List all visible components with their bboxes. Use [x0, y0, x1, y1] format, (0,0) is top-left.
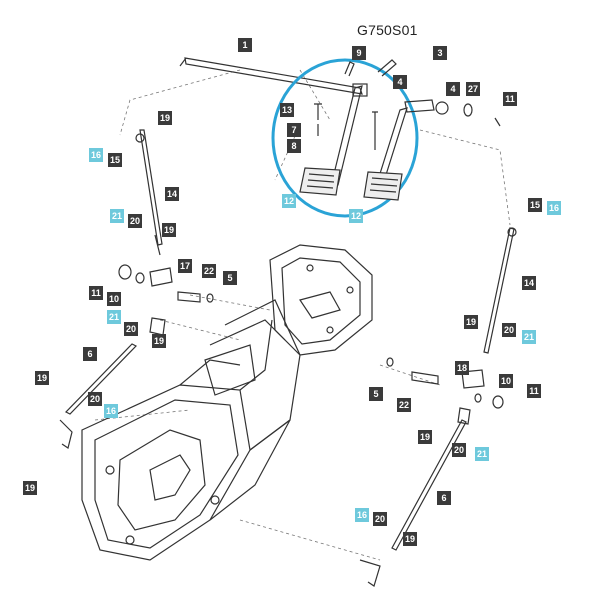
part-label: 12 — [282, 194, 297, 208]
part-label: 14 — [165, 187, 180, 201]
part-label: 9 — [352, 46, 366, 60]
part-label: 19 — [403, 532, 418, 546]
part-label: 5 — [369, 387, 383, 401]
part-label: 16 — [104, 404, 119, 418]
highlight-circle — [271, 58, 419, 218]
leader-line — [189, 294, 271, 311]
part-label: 16 — [355, 508, 370, 522]
part-label: 1 — [238, 38, 252, 52]
part-label: 19 — [162, 223, 177, 237]
brake-pedal — [299, 61, 378, 196]
part-label: 20 — [373, 512, 388, 526]
part-label: 19 — [418, 430, 433, 444]
part-label: 12 — [349, 209, 364, 223]
part-label: 20 — [124, 322, 139, 336]
leader-line — [94, 409, 191, 421]
part-label: 13 — [280, 103, 295, 117]
part-label: 18 — [455, 361, 470, 375]
leader-line — [419, 129, 511, 226]
part-label: 22 — [397, 398, 412, 412]
part-label: 21 — [522, 330, 537, 344]
part-label: 19 — [23, 481, 38, 495]
part-label: 6 — [437, 491, 451, 505]
part-label: 11 — [527, 384, 541, 398]
part-label: 19 — [464, 315, 479, 329]
part-label: 19 — [158, 111, 173, 125]
transmission-housing — [81, 244, 373, 561]
leader-lines — [94, 69, 511, 561]
leader-line — [299, 69, 331, 121]
part-label: 19 — [35, 371, 50, 385]
part-label: 21 — [110, 209, 125, 223]
part-label: 20 — [502, 323, 517, 337]
right-rod — [483, 227, 517, 354]
part-label: 11 — [89, 286, 103, 300]
part-label: 20 — [128, 214, 143, 228]
cross-shaft — [179, 57, 363, 95]
part-label: 14 — [522, 276, 537, 290]
part-label: 17 — [178, 259, 193, 273]
part-label: 16 — [547, 201, 562, 215]
leader-line — [119, 69, 241, 136]
part-label: 4 — [446, 82, 460, 96]
part-label: 21 — [475, 447, 490, 461]
leader-line — [379, 364, 441, 386]
leader-line — [239, 519, 381, 561]
part-label: 3 — [433, 46, 447, 60]
part-label: 20 — [452, 443, 467, 457]
right-linkage — [386, 357, 504, 425]
part-label: 21 — [107, 310, 122, 324]
part-label: 22 — [202, 264, 217, 278]
lower-rods — [59, 343, 467, 587]
part-label: 16 — [89, 148, 104, 162]
part-label: 6 — [83, 347, 97, 361]
left-rod — [135, 129, 163, 256]
clutch-pedal — [363, 59, 501, 201]
part-label: 4 — [393, 75, 407, 89]
part-label: 7 — [287, 123, 301, 137]
part-label: 27 — [466, 82, 481, 96]
part-label: 8 — [287, 139, 301, 153]
part-label: 19 — [152, 334, 167, 348]
part-label: 15 — [528, 198, 543, 212]
part-label: 11 — [503, 92, 517, 106]
part-label: 5 — [223, 271, 237, 285]
part-label: 20 — [88, 392, 103, 406]
diagram-code: G750S01 — [357, 22, 418, 38]
leader-line — [159, 319, 241, 341]
part-label: 10 — [499, 374, 514, 388]
part-label: 10 — [107, 292, 122, 306]
part-label: 15 — [108, 153, 123, 167]
